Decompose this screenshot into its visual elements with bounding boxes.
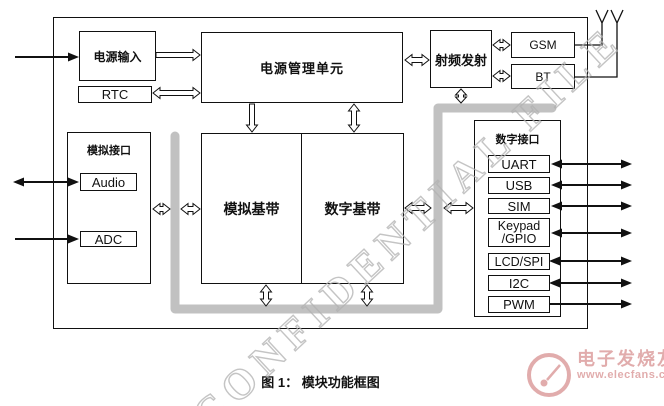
sim-block: SIM bbox=[488, 198, 550, 214]
module-outer-frame bbox=[53, 17, 588, 329]
lcd-spi-block: LCD/SPI bbox=[488, 253, 550, 270]
rf-bus-arrow bbox=[454, 88, 468, 104]
analog-interface-title: 模拟接口 bbox=[87, 145, 131, 157]
ext-keypad-arrow-head-left bbox=[551, 228, 562, 238]
analog-interface-block: 模拟接口 bbox=[67, 132, 151, 284]
figure-caption: 图 1： 模块功能框图 bbox=[261, 375, 380, 390]
ext-i2c-arrow-head-left bbox=[549, 278, 560, 288]
bus-analogbb-arrow bbox=[180, 202, 201, 216]
elecfans-logo-icon bbox=[527, 353, 571, 397]
gsm-block: GSM bbox=[511, 32, 575, 58]
rtc-pmu-arrow bbox=[152, 86, 201, 100]
gsm-antenna-icon bbox=[575, 9, 609, 46]
keypad-gpio-block: Keypad /GPIO bbox=[488, 218, 550, 247]
ext-audio-arrow-head-right bbox=[68, 177, 79, 187]
ext-audio-arrow-head-left bbox=[13, 177, 24, 187]
audio-block: Audio bbox=[80, 173, 137, 191]
ext-uart-arrow-head-right bbox=[621, 159, 632, 169]
ext-sim-arrow-head-right bbox=[621, 201, 632, 211]
analog-baseband-block: 模拟基带 bbox=[201, 133, 302, 284]
digital-baseband-block: 数字基带 bbox=[301, 133, 404, 284]
pmu-digitalbb-arrow bbox=[347, 103, 361, 133]
ext-adc-arrow-head-right bbox=[68, 234, 79, 244]
pmu-analogbb-arrow bbox=[245, 103, 259, 133]
digital-interface-title: 数字接口 bbox=[495, 134, 540, 146]
usb-block: USB bbox=[488, 177, 550, 194]
elecfans-site-name: 电子发烧友 bbox=[577, 349, 664, 369]
bt-block: BT bbox=[511, 64, 575, 89]
analogbb-bus-arrow bbox=[259, 284, 273, 307]
uart-block: UART bbox=[488, 155, 550, 173]
elecfans-logo-text: 电子发烧友 www.elecfans.com bbox=[577, 349, 664, 381]
ext-sim-arrow-head-left bbox=[551, 201, 562, 211]
bt-antenna-icon bbox=[575, 9, 624, 78]
ext-lcd-arrow-head-right bbox=[621, 256, 632, 266]
ext-usb-arrow-head-left bbox=[551, 180, 562, 190]
elecfans-site-url: www.elecfans.com bbox=[577, 369, 664, 381]
ext-usb-arrow-head-right bbox=[621, 180, 632, 190]
power-input-block: 电源输入 bbox=[79, 31, 156, 81]
rf-transmit-block: 射频发射 bbox=[430, 30, 492, 88]
power-input-to-pmu-arrow bbox=[155, 48, 201, 62]
digitalbb-bus-arrow bbox=[404, 201, 432, 215]
ext-uart-arrow-head-left bbox=[551, 159, 562, 169]
rf-gsm-arrow bbox=[492, 38, 511, 52]
highlight-marker-path bbox=[170, 103, 557, 314]
ext-power-arrow-head-right bbox=[68, 52, 79, 62]
ext-lcd-arrow-head-left bbox=[549, 256, 560, 266]
digitalbb-bus-down-arrow bbox=[360, 284, 374, 307]
rtc-block: RTC bbox=[78, 86, 152, 103]
rf-bt-arrow bbox=[492, 69, 511, 83]
digital-interface-block: 数字接口 bbox=[474, 120, 561, 317]
adc-block: ADC bbox=[80, 231, 137, 247]
pmu-rf-arrow bbox=[404, 53, 430, 67]
ext-i2c-arrow-head-right bbox=[621, 278, 632, 288]
ext-pwm-arrow-head-right bbox=[621, 299, 632, 309]
pmu-block: 电源管理单元 bbox=[201, 32, 403, 103]
i2c-block: I2C bbox=[488, 275, 550, 291]
bus-digitalif-arrow bbox=[443, 201, 474, 215]
ext-keypad-arrow-head-right bbox=[621, 228, 632, 238]
elecfans-logo: 电子发烧友 www.elecfans.com bbox=[526, 349, 664, 401]
pwm-block: PWM bbox=[488, 296, 550, 313]
analogif-bus-arrow bbox=[152, 202, 171, 216]
